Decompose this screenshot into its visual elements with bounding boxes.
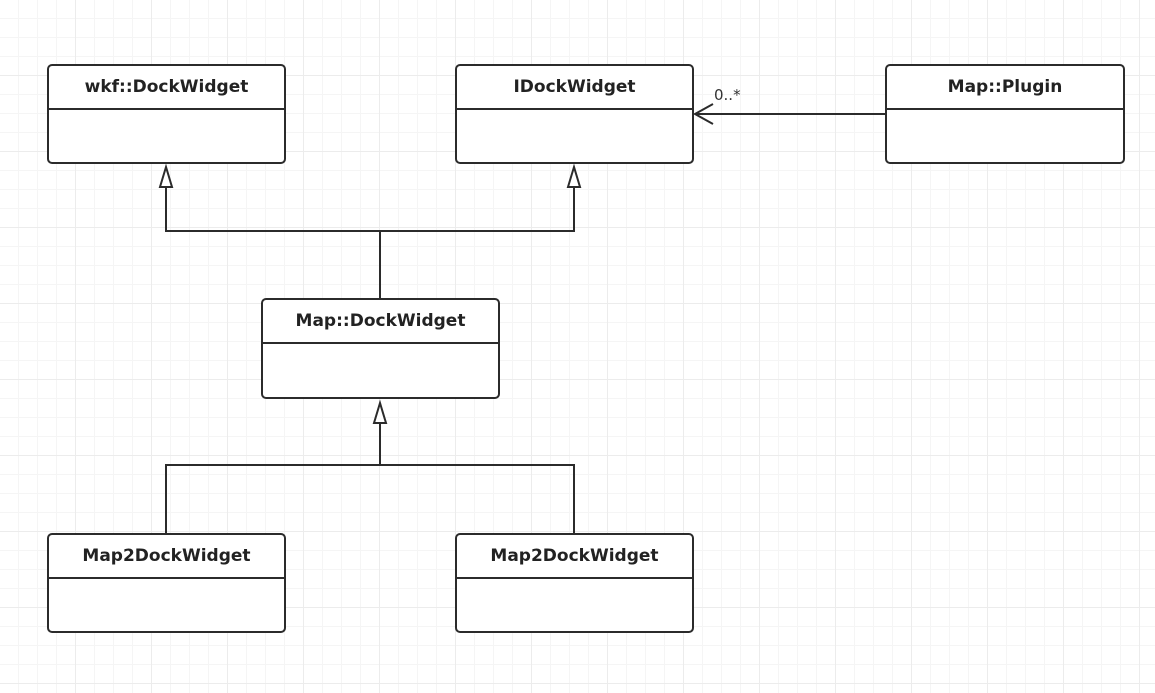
class-name: wkf::DockWidget — [49, 66, 284, 110]
class-name: Map::Plugin — [887, 66, 1123, 110]
class-map-dockwidget[interactable]: Map::DockWidget — [261, 298, 500, 399]
class-wkf-dockwidget[interactable]: wkf::DockWidget — [47, 64, 286, 164]
inheritance-arrowhead-wkf — [158, 163, 174, 188]
class-name: IDockWidget — [457, 66, 692, 110]
class-map2dockwidget-right[interactable]: Map2DockWidget — [455, 533, 694, 633]
class-map2dockwidget-left[interactable]: Map2DockWidget — [47, 533, 286, 633]
class-name: Map2DockWidget — [457, 535, 692, 579]
class-map-plugin[interactable]: Map::Plugin — [885, 64, 1125, 164]
class-name: Map2DockWidget — [49, 535, 284, 579]
class-idockwidget[interactable]: IDockWidget — [455, 64, 694, 164]
association-arrowhead — [692, 103, 714, 125]
generalization-map2dockwidgets — [165, 423, 575, 534]
class-name: Map::DockWidget — [263, 300, 498, 344]
generalization-map-dockwidget — [165, 187, 575, 299]
multiplicity-label: 0..* — [714, 86, 741, 104]
inheritance-arrowhead-map-dockwidget — [372, 399, 388, 424]
inheritance-arrowhead-idock — [566, 163, 582, 188]
